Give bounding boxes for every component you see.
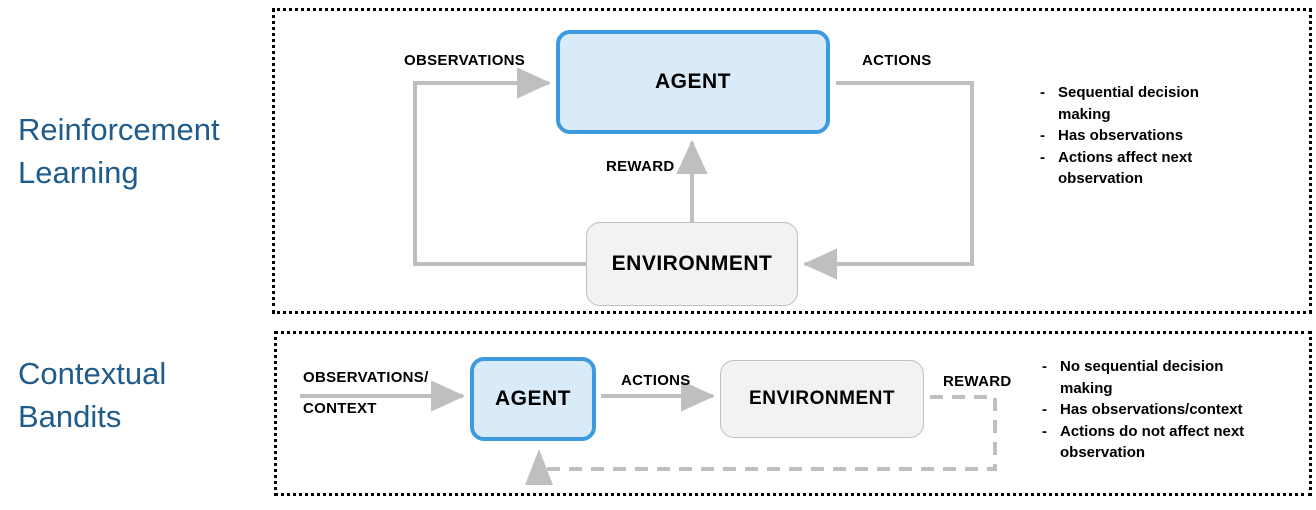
bullet-text: Has observations <box>1058 127 1184 144</box>
bullet-text: Actions do not affect next observation <box>1060 422 1245 462</box>
rl-reward-label: REWARD <box>606 158 675 175</box>
section-title-reinforcement-learning: Reinforcement Learning <box>18 112 220 190</box>
rl-bullet-list: - Sequential decision making - Has obser… <box>1040 82 1255 190</box>
rl-environment-node[interactable]: ENVIRONMENT <box>586 222 798 306</box>
cb-actions-label: ACTIONS <box>621 372 691 389</box>
bullet-dash: - <box>1040 84 1045 101</box>
section-title-contextual-bandits: Contextual Bandits <box>18 356 167 434</box>
list-item: - Has observations/context <box>1042 399 1277 421</box>
rl-actions-label: ACTIONS <box>862 52 932 69</box>
bullet-dash: - <box>1042 401 1047 418</box>
bullet-text: Actions affect next observation <box>1058 148 1193 188</box>
bullet-text: Sequential decision making <box>1058 84 1199 123</box>
bullet-dash: - <box>1042 422 1047 440</box>
cb-observations-label-line2: CONTEXT <box>303 400 377 417</box>
cb-bullet-list: - No sequential decision making - Has ob… <box>1042 356 1277 464</box>
cb-agent-node[interactable]: AGENT <box>470 357 596 441</box>
bullet-dash: - <box>1040 127 1045 144</box>
bullet-dash: - <box>1042 358 1047 375</box>
cb-environment-node[interactable]: ENVIRONMENT <box>720 360 924 438</box>
cb-observations-label-line1: OBSERVATIONS/ <box>303 369 429 386</box>
bullet-dash: - <box>1040 148 1045 166</box>
bullet-text: Has observations/context <box>1060 401 1243 418</box>
rl-observations-label: OBSERVATIONS <box>404 52 526 69</box>
panel-contextual-bandits <box>274 331 1312 496</box>
cb-reward-label: REWARD <box>943 373 1012 390</box>
list-item: - Actions do not affect next observation <box>1042 421 1277 464</box>
list-item: - Sequential decision making <box>1040 82 1255 125</box>
bullet-text: No sequential decision making <box>1060 358 1224 397</box>
list-item: - No sequential decision making <box>1042 356 1277 399</box>
rl-agent-node[interactable]: AGENT <box>556 30 830 134</box>
list-item: - Has observations <box>1040 125 1255 147</box>
panel-reinforcement-learning <box>272 8 1312 314</box>
list-item: - Actions affect next observation <box>1040 147 1255 190</box>
